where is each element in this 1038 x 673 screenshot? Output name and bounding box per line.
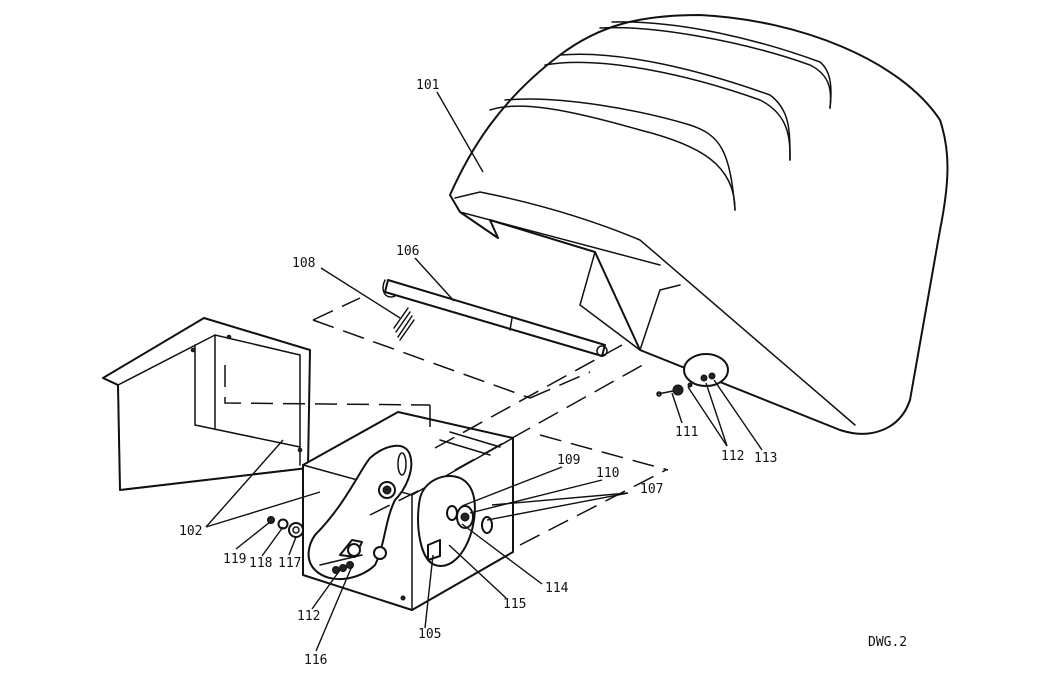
left-link-plate-part <box>307 444 413 581</box>
label-114: 114 <box>545 581 569 596</box>
side-shield-part <box>102 317 311 491</box>
drawing-number: DWG.2 <box>868 635 908 650</box>
spring-part <box>393 307 415 341</box>
label-112-hood: 112 <box>721 449 745 464</box>
label-109: 109 <box>557 453 581 468</box>
phantom-lines <box>224 297 669 546</box>
label-118: 118 <box>249 556 273 571</box>
label-112-box: 112 <box>297 609 321 624</box>
label-111: 111 <box>675 425 699 440</box>
shaft-part <box>382 279 608 357</box>
label-108: 108 <box>292 256 316 271</box>
right-hub-plate-part <box>417 475 493 567</box>
label-115: 115 <box>503 597 527 612</box>
bolt-washer-hood-part <box>656 382 693 397</box>
label-113: 113 <box>754 451 778 466</box>
label-107: 107 <box>640 482 664 497</box>
leader-lines <box>205 91 763 652</box>
label-106: 106 <box>396 244 420 259</box>
hood-cover-part <box>449 14 949 435</box>
label-116: 116 <box>304 653 328 668</box>
washer-nut-stack-part <box>267 516 304 538</box>
label-110: 110 <box>596 466 620 481</box>
label-105: 105 <box>418 627 442 642</box>
label-117: 117 <box>278 556 302 571</box>
label-101: 101 <box>416 78 440 93</box>
label-102: 102 <box>179 524 203 539</box>
label-119: 119 <box>223 552 247 567</box>
